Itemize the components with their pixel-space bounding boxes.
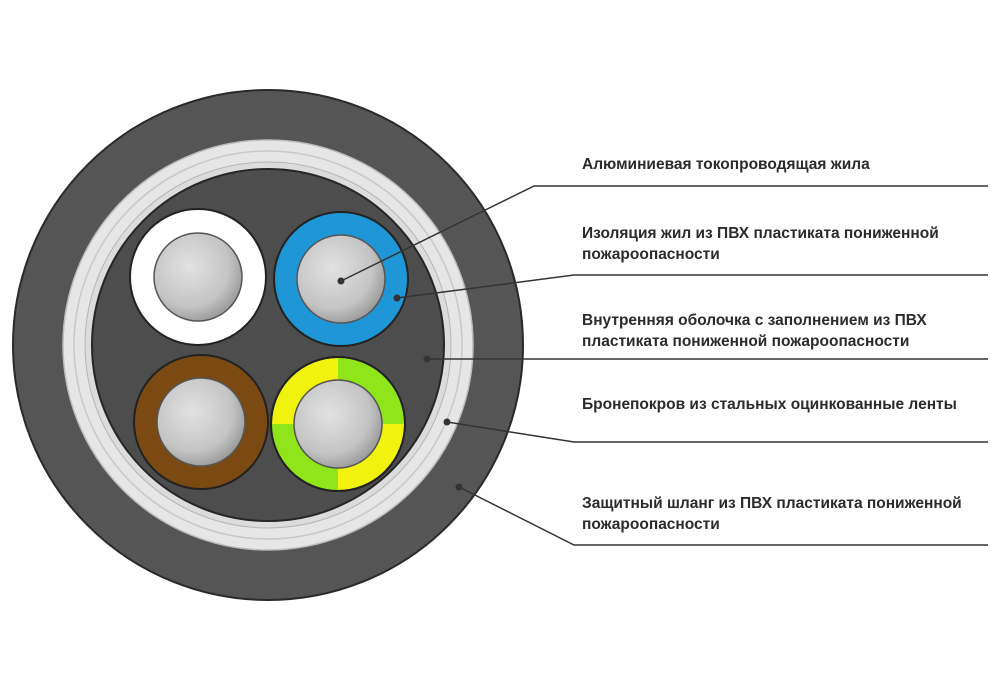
leader-lines bbox=[340, 185, 988, 546]
label-inner-sheath: Внутренняя оболочка с заполнением из ПВХ… bbox=[582, 312, 927, 350]
armour-tape-gap bbox=[73, 150, 463, 540]
inner-sheath bbox=[91, 168, 445, 522]
core-yg-conductor bbox=[293, 379, 383, 469]
leader-line-conductor bbox=[340, 185, 988, 282]
core-brown bbox=[133, 354, 269, 490]
label-armour: Бронепокров из стальных оцинкованные лен… bbox=[582, 396, 957, 413]
core-yg-outline bbox=[270, 356, 406, 492]
core-white-conductor bbox=[153, 232, 243, 322]
leader-line-insulation bbox=[396, 274, 988, 299]
marker-dot-insulation bbox=[393, 294, 401, 302]
leader-line-armour bbox=[446, 421, 988, 443]
core-brown-conductor bbox=[156, 377, 246, 467]
marker-dot-inner-sheath bbox=[423, 355, 431, 363]
marker-dot-armour bbox=[443, 418, 451, 426]
marker-dot-conductor bbox=[337, 277, 345, 285]
leader-line-outer-sheath bbox=[458, 486, 988, 546]
leader-dots bbox=[337, 277, 463, 491]
label-outer-sheath: Защитный шланг из ПВХ пластиката понижен… bbox=[582, 495, 962, 533]
label-conductor: Алюминиевая токопроводящая жила bbox=[582, 156, 870, 173]
core-yellow-green bbox=[270, 356, 406, 492]
marker-dot-outer-sheath bbox=[455, 483, 463, 491]
core-white bbox=[129, 208, 267, 346]
label-core-insulation: Изоляция жил из ПВХ пластиката пониженно… bbox=[582, 225, 939, 263]
